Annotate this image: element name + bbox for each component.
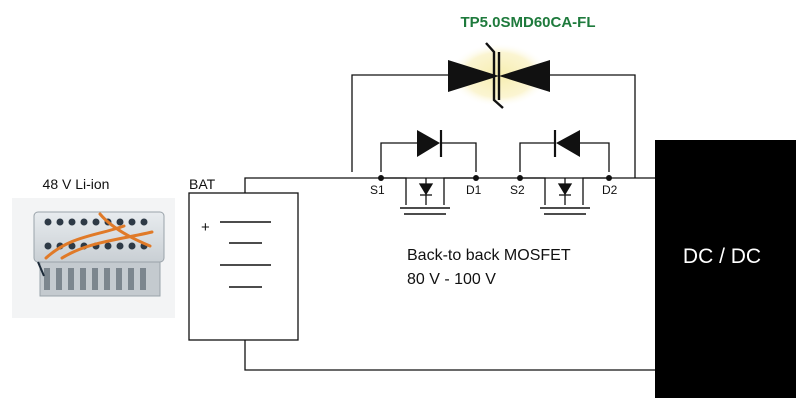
tvs-wire	[351, 74, 636, 178]
s2-label: S2	[510, 183, 525, 197]
tvs-diode-icon	[448, 42, 550, 109]
dcdc-block	[655, 140, 796, 398]
battery-symbol	[188, 192, 299, 341]
battery-plus-sign: +	[201, 219, 210, 236]
mosfet-caption-line2: 80 V - 100 V	[407, 271, 496, 288]
battery-pack-image	[12, 198, 175, 318]
dcdc-label: DC / DC	[683, 245, 761, 268]
body-diode-1-icon	[380, 130, 477, 172]
d1-label: D1	[466, 183, 482, 197]
battery-label: BAT	[189, 176, 216, 192]
node-s1	[378, 175, 384, 181]
body-diode-2-icon	[519, 130, 610, 172]
node-d1	[473, 175, 479, 181]
d2-label: D2	[602, 183, 618, 197]
node-d2	[606, 175, 612, 181]
mosfet-caption-line1: Back-to back MOSFET	[407, 247, 571, 264]
s1-label: S1	[370, 183, 385, 197]
battery-photo-caption: 48 V Li-ion	[43, 176, 110, 192]
tvs-part-label: TP5.0SMD60CA-FL	[460, 14, 595, 31]
mosfet-2-icon	[520, 177, 609, 215]
mosfet-1-icon	[381, 177, 476, 215]
node-s2	[517, 175, 523, 181]
